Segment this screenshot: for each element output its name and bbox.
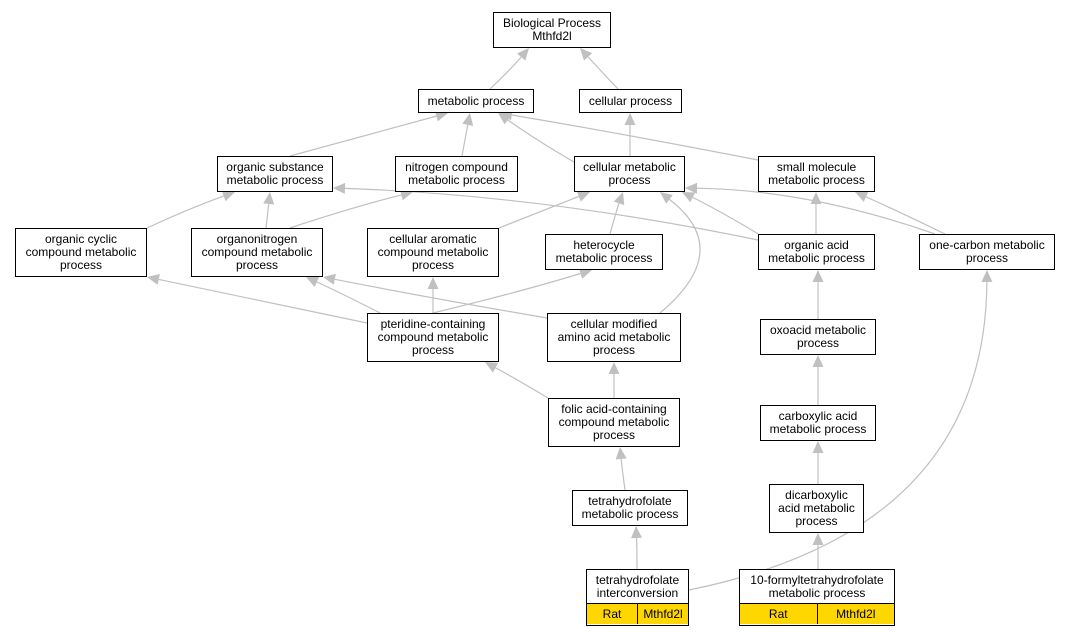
edge-organic-cyclic-organic-substance (146, 190, 235, 229)
node-folic-acid[interactable]: folic acid-containing compound metabolic… (548, 398, 680, 447)
edge-folic-pteridine (485, 362, 549, 399)
edge-heterocycle-cellular-metabolic (609, 192, 625, 235)
node-cellular-modified[interactable]: cellular modified amino acid metabolic p… (547, 313, 681, 362)
edge-pteridine-cellular-aromatic (427, 277, 439, 314)
node-nitrogen-compound[interactable]: nitrogen compound metabolic process (395, 156, 518, 192)
node-organic-acid[interactable]: organic acid metabolic process (758, 234, 875, 270)
edge-organic-substance-metabolic (289, 110, 448, 157)
node-organonitrogen[interactable]: organonitrogen compound metabolic proces… (191, 228, 323, 277)
node-organic-cyclic[interactable]: organic cyclic compound metabolic proces… (15, 228, 147, 277)
node-cellular-aromatic[interactable]: cellular aromatic compound metabolic pro… (367, 228, 499, 277)
edge-nitrogen-metabolic (461, 113, 474, 157)
edge-cellular-metabolic-cellular (624, 113, 636, 156)
node-small-molecule[interactable]: small molecule metabolic process (758, 156, 875, 192)
node-oxoacid[interactable]: oxoacid metabolic process (760, 319, 876, 355)
edge-cellular-bp (580, 48, 619, 90)
leaf-tags: Rat Mthfd2l (740, 603, 894, 624)
edge-carboxylic-oxoacid (812, 355, 824, 405)
edge-cellular-modified-organonitrogen (323, 273, 548, 319)
edge-pteridine-organic-cyclic (147, 274, 368, 324)
edge-cellular-modified-cellular-metabolic (659, 192, 701, 314)
node-dicarboxylic[interactable]: dicarboxylic acid metabolic process (769, 484, 864, 533)
edge-organic-acid-small-molecule (810, 192, 822, 234)
node-one-carbon[interactable]: one-carbon metabolic process (919, 234, 1055, 270)
edge-one-carbon-cellular-metabolic (685, 182, 936, 235)
leaf-title: tetrahydrofolate interconversion (595, 572, 680, 600)
edge-thf-interconversion-thf (631, 526, 643, 570)
node-carboxylic[interactable]: carboxylic acid metabolic process (760, 405, 876, 441)
edge-oxoacid-organic-acid (812, 270, 824, 319)
node-formyl-thf[interactable]: 10-formyltetrahydrofolate metabolic proc… (739, 569, 895, 626)
node-thf-interconversion[interactable]: tetrahydrofolate interconversion Rat Mth… (586, 569, 689, 626)
tag-species: Rat (587, 604, 637, 624)
edge-folic-cellular-modified (608, 362, 620, 399)
node-metabolic-process[interactable]: metabolic process (418, 89, 534, 113)
node-organic-substance[interactable]: organic substance metabolic process (217, 156, 333, 192)
tag-species: Rat (740, 604, 817, 624)
node-cellular-process[interactable]: cellular process (579, 89, 682, 113)
edge-cellular-metabolic-metabolic (498, 113, 575, 163)
tag-gene: Mthfd2l (637, 604, 688, 624)
node-pteridine[interactable]: pteridine-containing compound metabolic … (367, 313, 499, 362)
tag-gene: Mthfd2l (816, 604, 894, 624)
node-heterocycle[interactable]: heterocycle metabolic process (545, 234, 663, 270)
edge-metabolic-bp (489, 48, 529, 90)
edge-one-carbon-small-molecule (855, 191, 946, 235)
edge-organonitrogen-nitrogen (289, 189, 413, 229)
edge-dicarboxylic-carboxylic (812, 441, 824, 484)
edge-thf-folic (615, 447, 627, 491)
edge-organic-acid-cellular-metabolic (682, 192, 761, 236)
edge-pteridine-organonitrogen (306, 277, 381, 314)
edge-formyl-dicarboxylic (812, 533, 824, 569)
leaf-tags: Rat Mthfd2l (587, 603, 688, 624)
node-thf-metabolic[interactable]: tetrahydrofolate metabolic process (572, 490, 688, 526)
edge-organonitrogen-organic-substance (263, 192, 275, 229)
edge-cellular-aromatic-cellular-metabolic (498, 191, 590, 229)
node-biological-process[interactable]: Biological Process Mthfd2l (493, 12, 611, 48)
edge-pteridine-heterocycle (432, 268, 592, 314)
node-cellular-metabolic[interactable]: cellular metabolic process (574, 156, 685, 192)
leaf-title: 10-formyltetrahydrofolate metabolic proc… (750, 572, 884, 600)
